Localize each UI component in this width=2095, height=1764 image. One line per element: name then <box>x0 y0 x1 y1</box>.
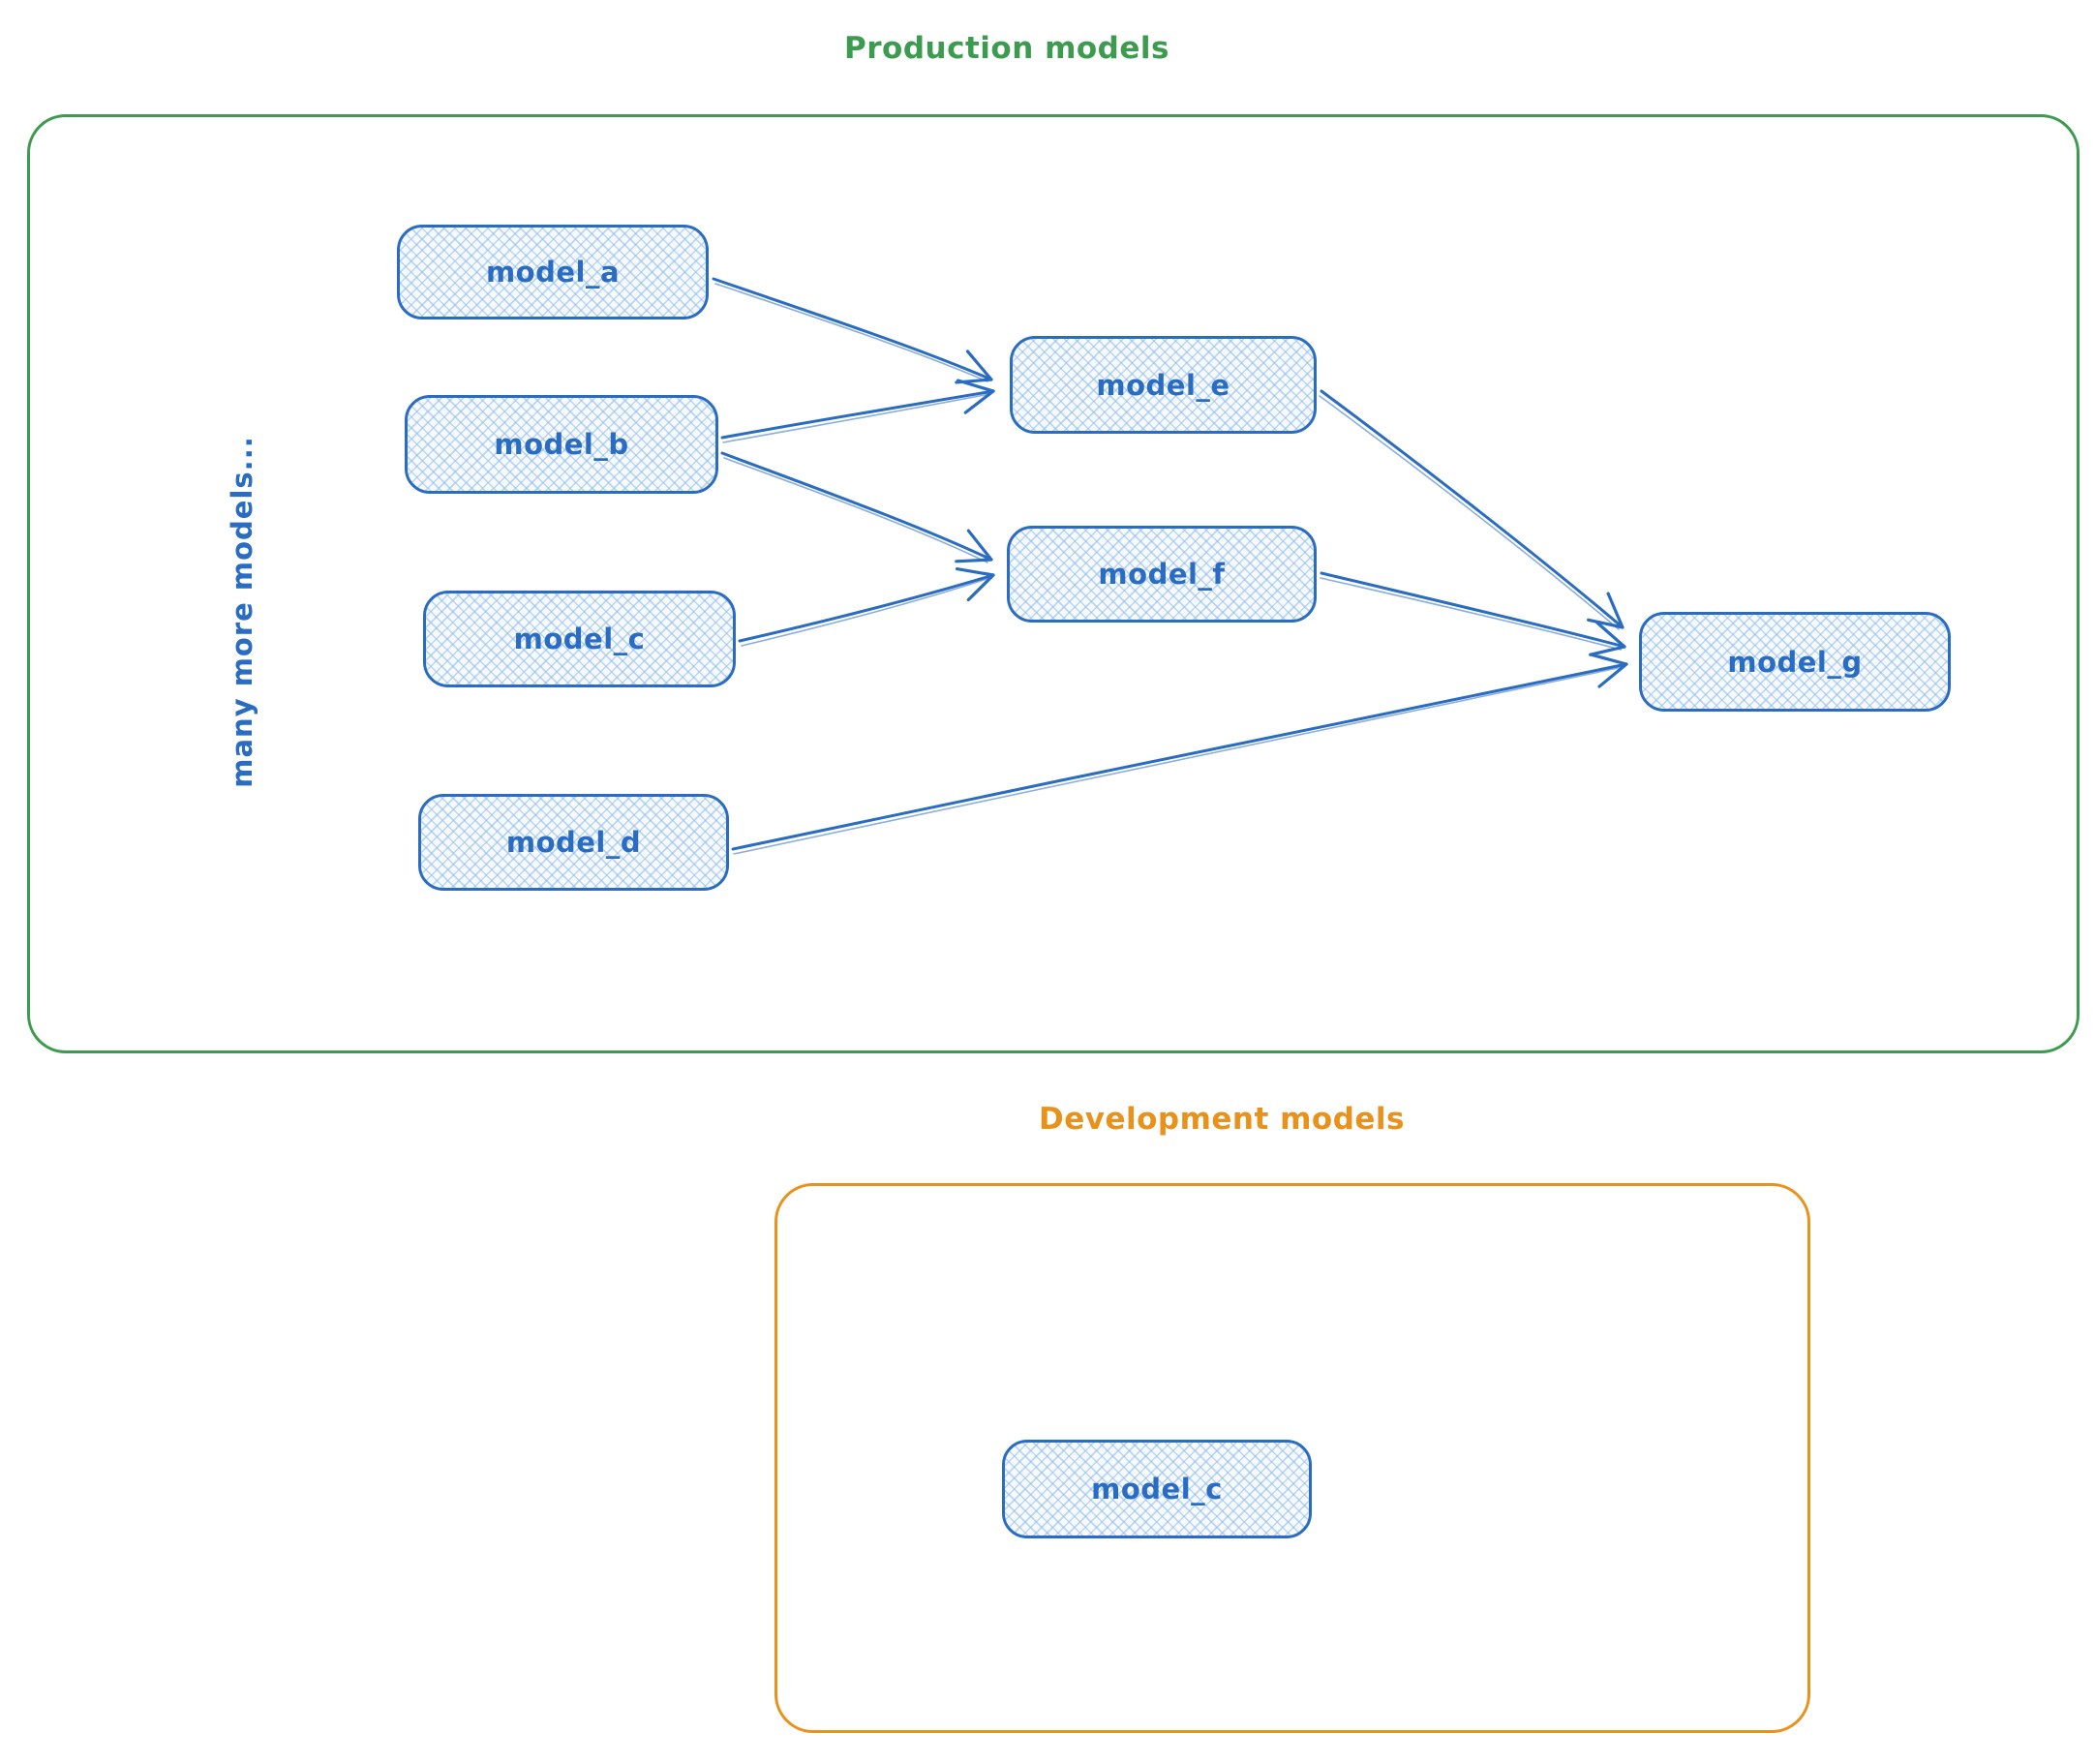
development-title: Development models <box>1038 1102 1406 1137</box>
node-model-e: model_e <box>1010 336 1317 434</box>
node-dev-model-c: model_c <box>1002 1440 1312 1538</box>
node-model-d: model_d <box>418 794 729 891</box>
node-model-b: model_b <box>405 395 718 494</box>
many-more-models-label: many more models... <box>226 436 258 788</box>
production-title: Production models <box>844 31 1169 66</box>
development-container <box>774 1183 1810 1733</box>
node-model-f: model_f <box>1007 526 1317 623</box>
node-model-g: model_g <box>1639 612 1951 712</box>
node-model-a: model_a <box>397 225 709 319</box>
node-model-c: model_c <box>423 591 736 687</box>
production-container <box>27 114 2080 1053</box>
